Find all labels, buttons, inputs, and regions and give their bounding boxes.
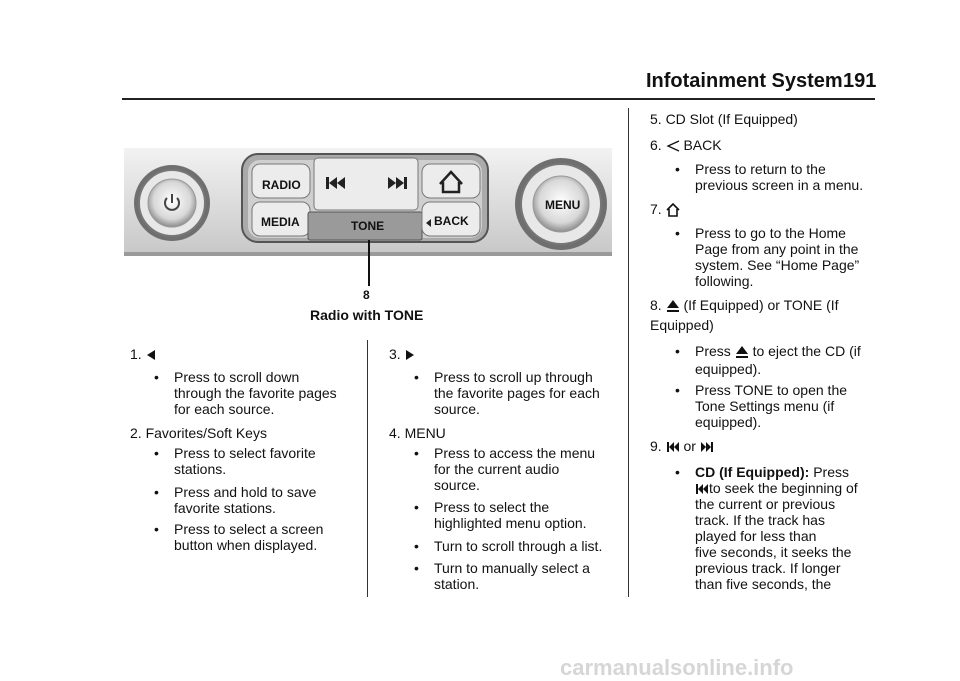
- bullet-line: Press to go to the Home: [695, 225, 846, 241]
- item-6-label: BACK: [683, 137, 722, 153]
- item-6: 6. BACK: [650, 137, 722, 153]
- radio-panel-illustration: RADIO MEDIA TONE BACK MENU: [124, 148, 612, 256]
- bullet-line: stations.: [174, 461, 227, 477]
- tone-button-label: TONE: [351, 219, 385, 233]
- column-divider: [628, 108, 629, 597]
- header-rule: [122, 98, 875, 100]
- bullet-line: for the current audio: [434, 461, 560, 477]
- figure-caption: Radio with TONE: [310, 307, 424, 323]
- radio-button-label: RADIO: [262, 178, 301, 192]
- seek-back-icon: [666, 442, 679, 453]
- media-button-label: MEDIA: [261, 215, 300, 229]
- page-number: 191: [843, 70, 877, 92]
- bullet-line: Page from any point in the: [695, 241, 859, 257]
- bullet-line: Press to scroll up through: [434, 369, 593, 385]
- home-icon: [439, 170, 463, 194]
- eject-icon: [735, 346, 748, 359]
- item-2-label: 2. Favorites/Soft Keys: [130, 425, 267, 441]
- bullet-line: highlighted menu option.: [434, 515, 587, 531]
- bullet-line: CD (If Equipped): Press: [695, 464, 910, 480]
- bullet-line: favorite stations.: [174, 500, 276, 516]
- seek-forward-icon: [700, 442, 713, 453]
- bullet-line: five seconds, it seeks the: [695, 544, 852, 560]
- bullet-line: previous screen in a menu.: [695, 177, 864, 193]
- seek-back-icon: [696, 484, 708, 495]
- item-9: 9. or: [650, 438, 714, 454]
- item-number: 7.: [650, 201, 662, 217]
- bullet-line: Press to select the: [434, 499, 550, 515]
- back-arrow-icon: [426, 219, 431, 227]
- bullet-line: Press to return to the: [695, 161, 826, 177]
- item-number: 9.: [650, 438, 662, 454]
- item-8: 8. (If Equipped) or TONE (If: [650, 297, 839, 313]
- bullet-line: following.: [695, 273, 754, 289]
- bullet-line: for each source.: [174, 401, 275, 417]
- bullet-line: Press to eject the CD (if: [695, 343, 905, 359]
- bullet-line: Tone Settings menu (if: [695, 398, 835, 414]
- menu-knob-label: MENU: [545, 198, 581, 212]
- item-3: 3.: [389, 346, 415, 362]
- bullet-text: to seek the beginning of: [709, 480, 858, 496]
- bullet-line: Press TONE to open the: [695, 382, 848, 398]
- item-number: 1.: [130, 346, 142, 362]
- home-icon: [666, 203, 680, 218]
- bullet-line: to seek the beginning of: [695, 480, 910, 496]
- item-5-label: 5. CD Slot (If Equipped): [650, 111, 798, 127]
- bullet-line: through the favorite pages: [174, 385, 337, 401]
- bullet-line: played for less than: [695, 528, 817, 544]
- power-icon: [164, 194, 180, 211]
- bullet-text: Press: [695, 343, 731, 359]
- bullet-line: Press to scroll down: [174, 369, 300, 385]
- bullet-line: Press to access the menu: [434, 445, 596, 461]
- bullet-line: source.: [434, 401, 480, 417]
- back-arrow-icon: [666, 140, 679, 152]
- watermark: carmanualsonline.info: [560, 655, 794, 680]
- seek-forward-icon: [388, 177, 407, 189]
- item-4-label: 4. MENU: [389, 425, 446, 441]
- back-button-label: BACK: [434, 214, 469, 228]
- item-8-label-cont: Equipped): [650, 317, 714, 333]
- bullet-line: track. If the track has: [695, 512, 825, 528]
- scroll-left-arrow-icon: [146, 350, 155, 361]
- bullet-line: the favorite pages for each: [434, 385, 600, 401]
- bullet-line: Press and hold to save: [174, 484, 317, 500]
- bullet-line: source.: [434, 477, 480, 493]
- radio-panel-drawing: [124, 148, 612, 256]
- running-header-title: Infotainment System: [646, 70, 843, 92]
- bullet-bold-lead: CD (If Equipped):: [695, 464, 810, 480]
- bullet-line: station.: [434, 576, 480, 592]
- bullet-line: Press to select a screen: [174, 521, 324, 537]
- item-7: 7.: [650, 201, 680, 218]
- bullet-line: Turn to manually select a: [434, 560, 590, 576]
- eject-icon: [666, 300, 679, 313]
- bullet-line: button when displayed.: [174, 537, 318, 553]
- item-1: 1.: [130, 346, 156, 362]
- bullet-line: equipped).: [695, 414, 762, 430]
- scroll-right-arrow-icon: [405, 350, 414, 361]
- item-number: 6.: [650, 137, 662, 153]
- seek-back-icon: [326, 177, 345, 189]
- bullet-line: system. See “Home Page”: [695, 257, 860, 273]
- item-number: 8.: [650, 297, 662, 313]
- callout-number: 8: [363, 288, 370, 302]
- bullet-line: previous track. If longer: [695, 560, 841, 576]
- column-divider: [367, 340, 368, 597]
- bullet-line: than five seconds, the: [695, 576, 832, 592]
- item-number: 3.: [389, 346, 401, 362]
- bullet-line: the current or previous: [695, 496, 836, 512]
- bullet-line: Press to select favorite: [174, 445, 316, 461]
- or-text: or: [683, 438, 696, 454]
- item-8-label: (If Equipped) or TONE (If: [683, 297, 839, 313]
- bullet-line: equipped).: [695, 361, 762, 378]
- bullet-text: Press: [813, 464, 849, 480]
- bullet-line: Turn to scroll through a list.: [434, 538, 603, 554]
- bullet-text: to eject the CD (if: [752, 343, 861, 359]
- callout-line: [368, 240, 370, 286]
